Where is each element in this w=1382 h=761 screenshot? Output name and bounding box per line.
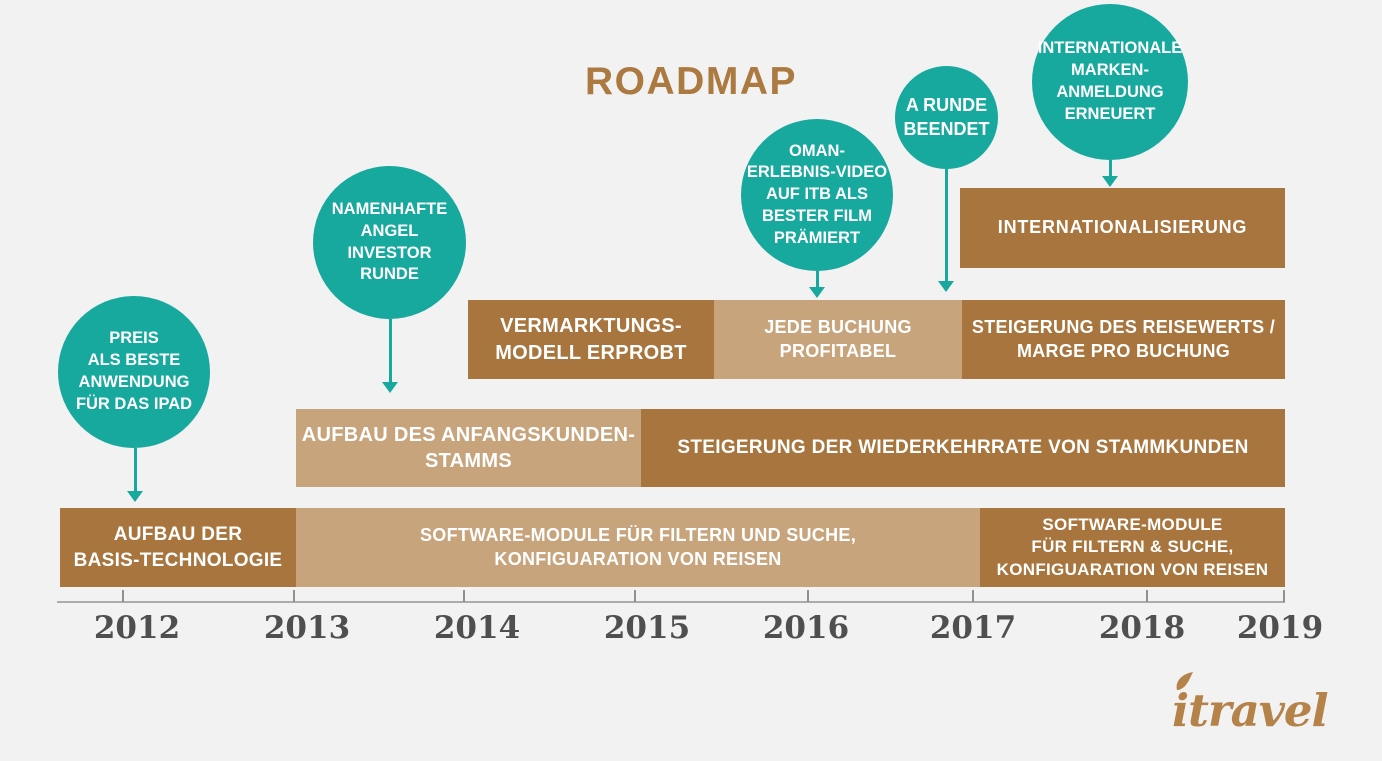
arrow-down-icon [938,169,954,292]
arrow-down-icon [382,319,398,393]
year-label-2015: 2015 [603,610,691,646]
itravel-logo: itravel [1172,672,1352,748]
milestone-label: PREIS ALS BESTE ANWENDUNG FÜR DAS IPAD [75,329,193,413]
year-label-2016: 2016 [762,610,850,646]
milestone-oman-video: OMAN- ERLEBNIS-VIDEO AUF ITB ALS BESTER … [741,119,893,271]
arrow-head [809,287,825,298]
milestone-label: NAMENHAFTE ANGEL INVESTOR RUNDE [331,199,448,284]
year-label-2014: 2014 [433,610,521,646]
milestone-preis-ipad: PREIS ALS BESTE ANWENDUNG FÜR DAS IPAD [58,296,210,448]
arrow-shaft [815,271,819,287]
arrow-shaft [388,319,392,382]
milestone-angel-runde: NAMENHAFTE ANGEL INVESTOR RUNDE [313,166,466,319]
arrow-shaft [133,448,137,491]
arrow-down-icon [809,271,825,298]
year-label-2018: 2018 [1098,610,1186,646]
leaf-icon [1176,672,1193,690]
arrow-down-icon [1102,160,1118,187]
bar-internationalisierung: INTERNATIONALISIERUNG [960,188,1285,268]
bar-basis-technologie: AUFBAU DER BASIS-TECHNOLOGIE [60,508,296,587]
arrow-head [382,382,398,393]
bar-steigerung-reisewert: STEIGERUNG DES REISEWERTS / MARGE PRO BU… [962,300,1285,379]
bar-software-module: SOFTWARE-MODULE FÜR FILTERN UND SUCHE, K… [296,508,980,587]
milestone-label: A RUNDE BEENDET [903,94,990,139]
arrow-head [127,491,143,502]
bar-anfangskundenstamm: AUFBAU DES ANFANGSKUNDEN- STAMMS [296,409,641,487]
arrow-head [1102,176,1118,187]
tick-mark [634,590,636,602]
arrow-shaft [1108,160,1112,176]
tick-mark [463,590,465,602]
bar-wiederkehrrate: STEIGERUNG DER WIEDERKEHRRATE VON STAMMK… [641,409,1285,487]
tick-mark [1146,590,1148,602]
tick-mark [1283,590,1285,602]
arrow-shaft [944,169,948,281]
tick-mark [293,590,295,602]
logo-text: itravel [1172,684,1329,737]
tick-mark [122,590,124,602]
milestone-label: OMAN- ERLEBNIS-VIDEO AUF ITB ALS BESTER … [746,141,888,247]
year-label-2019: 2019 [1236,610,1324,646]
tick-mark [972,590,974,602]
year-label-2013: 2013 [263,610,351,646]
year-label-2012: 2012 [93,610,181,646]
milestone-label: INTERNATIONALE MARKEN- ANMELDUNG ERNEUER… [1037,39,1183,123]
arrow-down-icon [127,448,143,502]
bar-software-module-international: SOFTWARE-MODULE FÜR FILTERN & SUCHE, KON… [980,508,1285,587]
milestone-a-runde: A RUNDE BEENDET [895,66,998,169]
milestone-marken-anmeldung: INTERNATIONALE MARKEN- ANMELDUNG ERNEUER… [1032,4,1188,160]
bar-jede-buchung-profitabel: JEDE BUCHUNG PROFITABEL [714,300,962,379]
tick-mark [807,590,809,602]
bar-vermarktungsmodell: VERMARKTUNGS- MODELL ERPROBT [468,300,714,379]
page-title: ROADMAP [585,60,797,103]
year-label-2017: 2017 [929,610,1017,646]
timeline-axis [57,601,1285,603]
arrow-head [938,281,954,292]
